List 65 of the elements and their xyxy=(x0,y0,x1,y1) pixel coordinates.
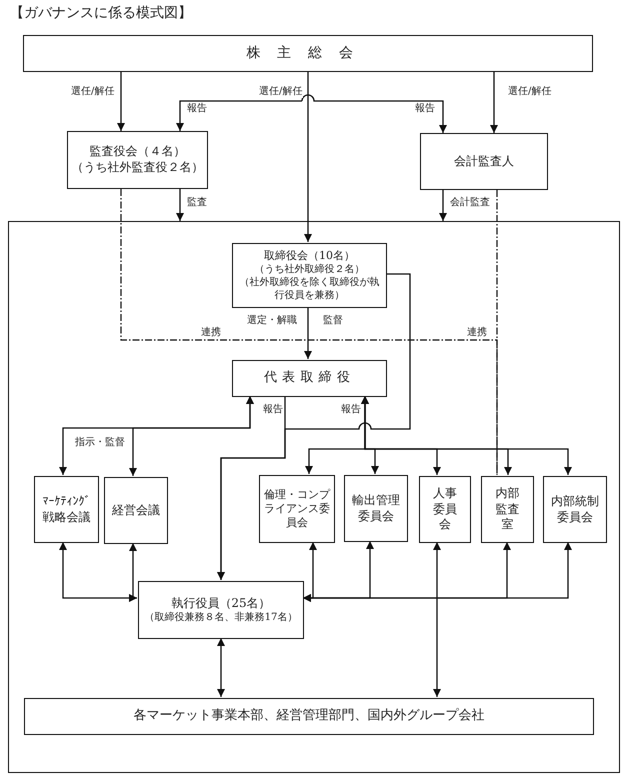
process-box xyxy=(34,476,99,543)
edge-label: 指示・監督 xyxy=(74,437,126,449)
process-box xyxy=(67,131,208,189)
arrow xyxy=(176,189,184,221)
arrow xyxy=(304,307,312,359)
node-text: 内部監査室 xyxy=(494,486,520,533)
arrow xyxy=(217,638,225,697)
edge-label: 会計監査 xyxy=(449,197,491,209)
edge-label: 報告 xyxy=(262,404,284,416)
process-box xyxy=(232,360,387,397)
process-box xyxy=(543,476,607,543)
node-text: 各マーケット事業本部、経営管理部門、国内外グループ会社 xyxy=(134,708,484,725)
process-box xyxy=(259,475,335,543)
arrow xyxy=(117,72,125,131)
arrow xyxy=(490,72,498,133)
node-text: 輸出管理委員会 xyxy=(351,492,401,524)
edge-label: 連携 xyxy=(200,327,222,339)
arrow xyxy=(129,543,137,602)
edge-label: 選任/解任 xyxy=(258,86,304,98)
connector-line xyxy=(496,190,498,475)
edge-label: 選任/解任 xyxy=(507,86,552,98)
node-text: 株主総会 xyxy=(246,44,370,63)
edge-label: 選定・解職 xyxy=(246,315,298,327)
arrow xyxy=(303,542,572,602)
arrow xyxy=(439,190,447,221)
arrow xyxy=(361,396,572,475)
process-box xyxy=(420,133,548,190)
node-text: （うち社外取締役２名） xyxy=(254,263,364,276)
arrow xyxy=(304,72,312,242)
node-text: 会計監査人 xyxy=(454,154,514,170)
side-note: 監督 xyxy=(322,315,344,327)
node-text: 人事委員会 xyxy=(432,486,458,533)
edge-label: 報告 xyxy=(414,103,436,115)
node-text: 取締役会（10名） xyxy=(264,248,355,264)
company-frame xyxy=(8,221,620,773)
edge-label: 監査 xyxy=(186,197,208,209)
node-text: 監査役会（４名） xyxy=(90,144,186,160)
arrow xyxy=(217,396,286,580)
node-text: 経営会議 xyxy=(112,502,160,518)
diagram-title: 【ガバナンスに係る模式図】 xyxy=(10,4,192,22)
process-box xyxy=(232,243,387,308)
connector-line xyxy=(120,189,498,475)
node-text: ﾏｰｹﾃｨﾝｸﾞ戦略会議 xyxy=(42,494,92,526)
node-text: （うち社外監査役２名） xyxy=(72,160,204,176)
process-box xyxy=(481,476,534,543)
arrow xyxy=(301,94,447,133)
node-text: 執行役員（25名） xyxy=(171,596,271,612)
node-text: 内部統制委員会 xyxy=(550,494,600,526)
node-text: （取締役兼務８名、非兼務17名） xyxy=(144,611,298,624)
arrow xyxy=(176,100,302,131)
edge-label: 報告 xyxy=(340,404,362,416)
arrow xyxy=(433,542,441,697)
process-box xyxy=(24,698,594,735)
node-text: 倫理・コンプライアンス委員会 xyxy=(263,488,331,530)
edge-label: 選任/解任 xyxy=(70,86,116,98)
process-box xyxy=(138,581,304,639)
arrow xyxy=(129,396,254,476)
node-text: （社外取締役を除く取締役が執行役員を兼務） xyxy=(238,276,380,302)
edge-label: 連携 xyxy=(466,327,488,339)
process-box xyxy=(23,35,593,72)
process-box xyxy=(419,476,471,543)
process-box xyxy=(104,477,168,544)
node-text: 代表取締役 xyxy=(264,370,355,387)
edge-label: 報告 xyxy=(186,103,208,115)
process-box xyxy=(344,475,408,542)
